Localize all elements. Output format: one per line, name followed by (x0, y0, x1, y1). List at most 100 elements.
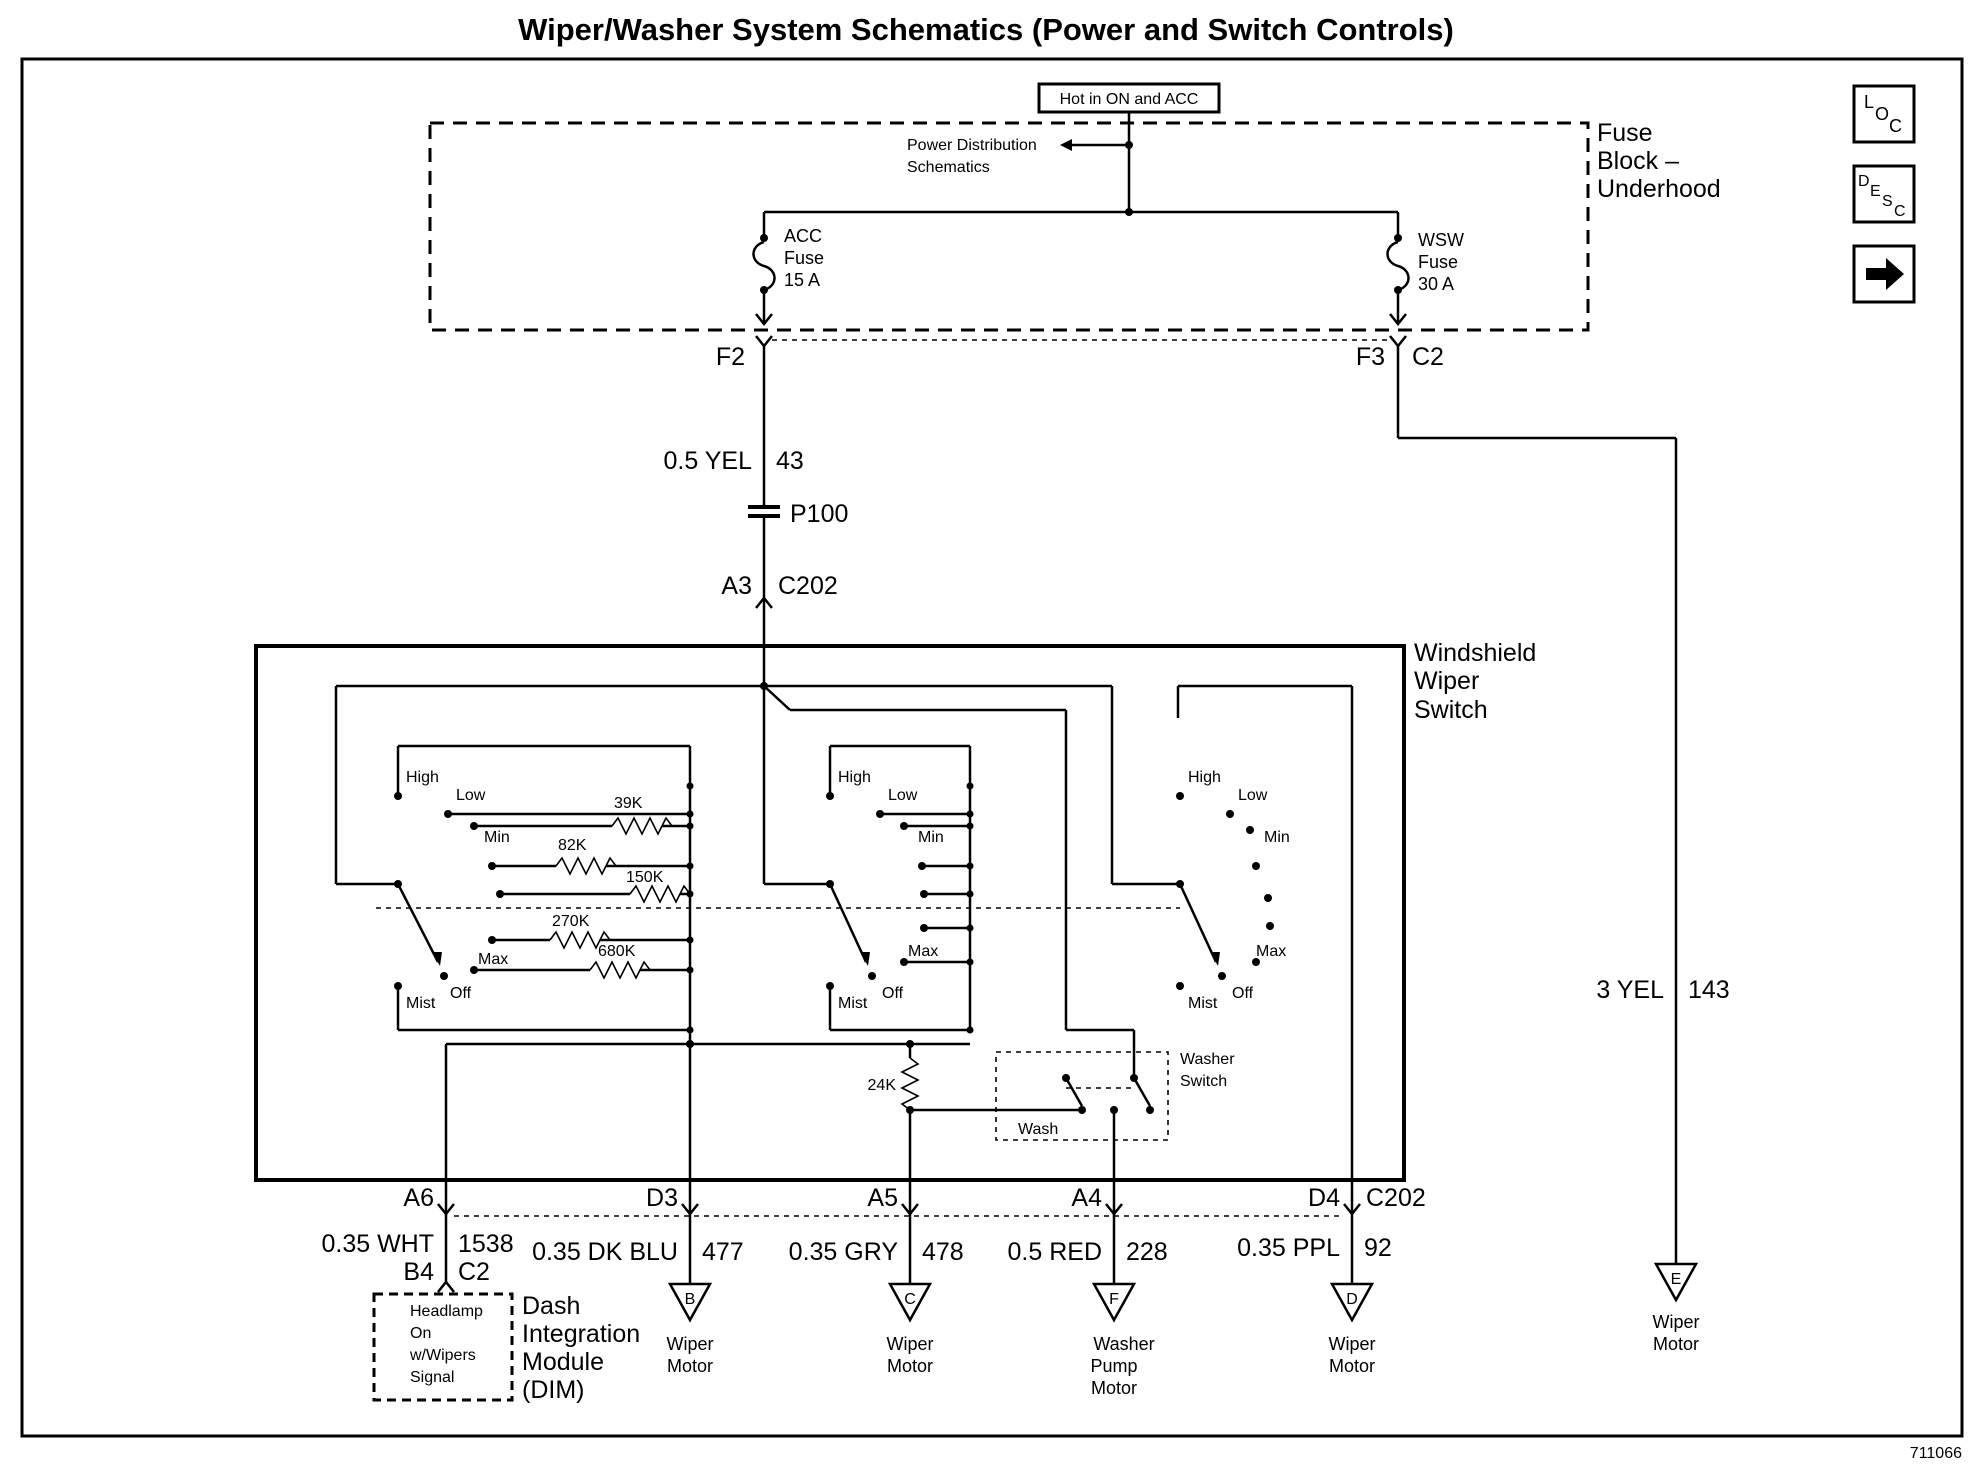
wsw-fuse-line3: 30 A (1418, 274, 1454, 294)
dim-inner-line2: On (410, 1325, 431, 1342)
washer-switch-line1: Washer (1180, 1051, 1235, 1068)
ref-triangle-f[interactable]: F (1091, 1282, 1137, 1323)
mid-max: Max (908, 943, 938, 960)
dest-d-line1: Wiper (1328, 1334, 1375, 1354)
desc-icon[interactable]: D E S C (1852, 164, 1916, 224)
wire-red-num: 228 (1126, 1238, 1168, 1266)
next-arrow-icon[interactable] (1852, 244, 1916, 304)
dest-b-line1: Wiper (666, 1334, 713, 1354)
switch-top-bus (334, 682, 1354, 1190)
resistor-680k: 680K (598, 943, 636, 960)
wire-dk-blu-num: 477 (702, 1238, 744, 1266)
mid-off: Off (882, 985, 904, 1002)
middle-switch-section (826, 744, 974, 1034)
left-off: Off (450, 985, 472, 1002)
wire-gry: 0.35 GRY (789, 1238, 899, 1266)
wire-red: 0.5 RED (1008, 1238, 1102, 1266)
acc-fuse-symbol (752, 234, 776, 327)
svg-text:O: O (1875, 104, 1889, 124)
right-low: Low (1238, 787, 1268, 804)
wire-yel-43: 0.5 YEL (663, 447, 752, 475)
ref-triangle-e[interactable]: E (1653, 1262, 1699, 1303)
wire-yel-143-num: 143 (1688, 976, 1730, 1004)
svg-text:D: D (1858, 173, 1870, 190)
switch-bottom-wiring (444, 1028, 1169, 1190)
dest-f-line2: Pump (1090, 1356, 1137, 1376)
wire-wht: 0.35 WHT (321, 1230, 434, 1258)
wiper-switch-label-line2: Wiper (1414, 667, 1479, 695)
wsw-fuse-symbol (1386, 234, 1410, 327)
right-switch-section (1176, 792, 1274, 990)
feed-wire-43 (748, 346, 780, 686)
left-high: High (406, 769, 439, 786)
left-min: Min (484, 829, 510, 846)
dim-label-line1: Dash (522, 1292, 580, 1320)
right-mist: Mist (1188, 995, 1218, 1012)
hot-label-box (1037, 82, 1221, 114)
connector-f3: F3 (1356, 343, 1385, 371)
connector-b4: B4 (403, 1258, 434, 1286)
fuse-block-label-line2: Block – (1597, 147, 1679, 175)
dest-f-line3: Motor (1091, 1378, 1137, 1398)
resistor-82k: 82K (558, 837, 587, 854)
dim-label-line4: (DIM) (522, 1376, 584, 1404)
wire-ppl: 0.35 PPL (1237, 1234, 1340, 1262)
svg-text:E: E (1870, 183, 1881, 200)
connector-f2: F2 (716, 343, 745, 371)
washer-switch-line2: Switch (1180, 1073, 1227, 1090)
connector-d3: D3 (646, 1184, 678, 1212)
right-high: High (1188, 769, 1221, 786)
wire-yel-43-num: 43 (776, 447, 804, 475)
svg-text:C: C (1889, 116, 1902, 136)
connector-c2-top: C2 (1412, 343, 1444, 371)
svg-text:C: C (1894, 203, 1906, 220)
left-low: Low (456, 787, 486, 804)
mid-min: Min (918, 829, 944, 846)
wsw-fuse-line2: Fuse (1418, 252, 1458, 272)
hot-label: Hot in ON and ACC (1060, 91, 1199, 108)
wire-ppl-num: 92 (1364, 1234, 1392, 1262)
acc-fuse-line2: Fuse (784, 248, 824, 268)
figure-number: 711066 (1910, 1445, 1962, 1462)
acc-fuse-line3: 15 A (784, 270, 820, 290)
resistor-150k: 150K (626, 869, 664, 886)
ref-c-letter: C (904, 1291, 916, 1308)
wire-dk-blu: 0.35 DK BLU (532, 1238, 678, 1266)
connector-a5: A5 (867, 1184, 898, 1212)
connector-a6: A6 (403, 1184, 434, 1212)
acc-fuse-line1: ACC (784, 226, 822, 246)
svg-text:L: L (1864, 92, 1874, 112)
loc-icon[interactable]: L O C (1852, 84, 1916, 144)
dest-b-line2: Motor (667, 1356, 713, 1376)
connector-c202-bottom: C202 (1366, 1184, 1426, 1212)
left-switch-section (394, 744, 694, 1034)
bottom-connectors (437, 1190, 1361, 1293)
dest-e-line2: Motor (1653, 1334, 1699, 1354)
wiper-switch-label-line3: Switch (1414, 696, 1488, 724)
power-distribution-line2: Schematics (907, 159, 990, 176)
fuse-block-label-line3: Underhood (1597, 175, 1721, 203)
dest-f-line1: Washer (1093, 1334, 1154, 1354)
ref-triangle-c[interactable]: C (887, 1282, 933, 1323)
ref-triangle-b[interactable]: B (667, 1282, 713, 1323)
dest-c-line1: Wiper (886, 1334, 933, 1354)
mid-low: Low (888, 787, 918, 804)
dim-label-line3: Module (522, 1348, 604, 1376)
wire-gry-num: 478 (922, 1238, 964, 1266)
resistor-270k: 270K (552, 913, 590, 930)
fuse-block-outline (428, 121, 1590, 332)
left-max: Max (478, 951, 508, 968)
right-max: Max (1256, 943, 1286, 960)
mid-mist: Mist (838, 995, 868, 1012)
splice-p100: P100 (790, 500, 848, 528)
ref-triangle-d[interactable]: D (1329, 1282, 1375, 1323)
wiper-switch-label-line1: Windshield (1414, 639, 1536, 667)
dim-inner-line1: Headlamp (410, 1303, 483, 1320)
dim-inner-line4: Signal (410, 1369, 454, 1386)
mid-high: High (838, 769, 871, 786)
dim-label-line2: Integration (522, 1320, 640, 1348)
fuse-connectors (755, 335, 1407, 349)
left-mist: Mist (406, 995, 436, 1012)
connector-a3: A3 (721, 572, 752, 600)
